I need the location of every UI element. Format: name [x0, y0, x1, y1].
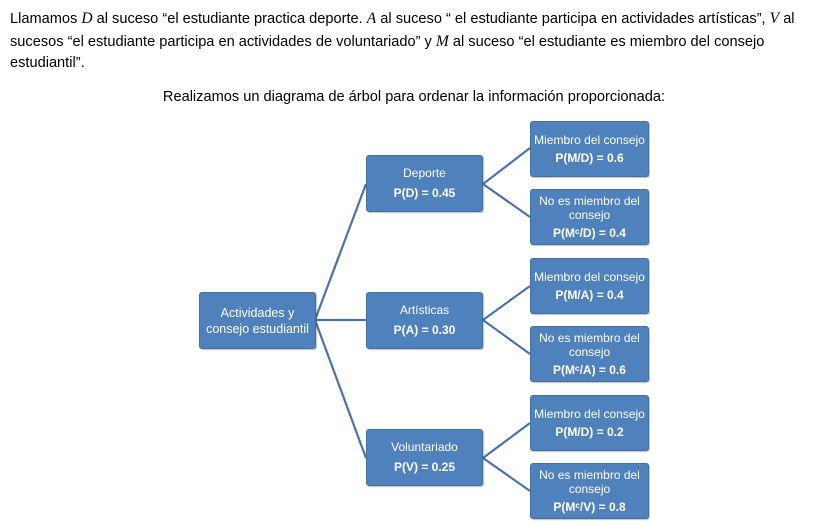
leaf-probability: P(M/D) = 0.2 — [555, 424, 624, 439]
connector-artisticas-miembro — [482, 285, 531, 321]
leaf-node-voluntariado-no-miembro: No es miembro del consejo P(Mᶜ/V) = 0.8 — [530, 463, 649, 519]
connector-artisticas-no-miembro — [482, 319, 531, 355]
branch-probability: P(A) = 0.30 — [393, 323, 456, 337]
branch-node-voluntariado: Voluntariado P(V) = 0.25 — [366, 429, 483, 486]
event-symbol-d: D — [81, 10, 93, 27]
leaf-label: Miembro del consejo — [534, 270, 645, 284]
leaf-node-artisticas-miembro: Miembro del consejo P(M/A) = 0.4 — [530, 258, 649, 314]
branch-label: Voluntariado — [391, 440, 458, 454]
branch-label: Artísticas — [399, 303, 450, 317]
branch-node-deporte: Deporte P(D) = 0.45 — [366, 155, 483, 212]
leaf-label: Miembro del consejo — [534, 407, 645, 421]
leaf-node-deporte-miembro: Miembro del consejo P(M/D) = 0.6 — [530, 121, 649, 177]
branch-node-artisticas: Artísticas P(A) = 0.30 — [366, 292, 483, 349]
leaf-node-deporte-no-miembro: No es miembro del consejo P(Mᶜ/D) = 0.4 — [530, 189, 649, 245]
leaf-label: Miembro del consejo — [534, 133, 645, 147]
connector-deporte-no-miembro — [482, 183, 531, 218]
root-node: Actividades y consejo estudiantil — [199, 292, 316, 349]
intro-paragraph: Llamamos D al suceso “el estudiante prac… — [10, 10, 795, 71]
event-symbol-m: M — [435, 32, 449, 50]
connector-root-deporte — [313, 183, 368, 321]
connector-voluntariado-miembro — [482, 422, 531, 459]
diagram-caption: Realizamos un diagrama de árbol para ord… — [162, 89, 666, 105]
branch-probability: P(D) = 0.45 — [393, 186, 456, 200]
leaf-probability: P(Mᶜ/V) = 0.8 — [553, 499, 626, 514]
branch-probability: P(V) = 0.25 — [393, 460, 456, 474]
event-symbol-v: V — [769, 10, 780, 27]
leaf-probability: P(Mᶜ/A) = 0.6 — [553, 362, 626, 377]
event-symbol-a: A — [366, 10, 377, 27]
leaf-probability: P(M/D) = 0.6 — [555, 150, 624, 165]
leaf-label: No es miembro del consejo — [539, 467, 640, 497]
branch-label: Deporte — [403, 166, 446, 180]
connector-voluntariado-no-miembro — [482, 457, 531, 492]
leaf-label: No es miembro del consejo — [539, 193, 640, 223]
connector-deporte-miembro — [482, 147, 531, 185]
connector-root-voluntariado — [313, 319, 368, 459]
root-node-line1: Actividades y — [220, 305, 295, 320]
leaf-probability: P(Mᶜ/D) = 0.4 — [553, 225, 626, 240]
leaf-label: No es miembro del consejo — [539, 330, 640, 360]
root-node-line2: consejo estudiantil — [206, 321, 309, 336]
leaf-node-artisticas-no-miembro: No es miembro del consejo P(Mᶜ/A) = 0.6 — [530, 326, 649, 382]
leaf-node-voluntariado-miembro: Miembro del consejo P(M/D) = 0.2 — [530, 395, 649, 451]
leaf-probability: P(M/A) = 0.4 — [555, 287, 624, 302]
